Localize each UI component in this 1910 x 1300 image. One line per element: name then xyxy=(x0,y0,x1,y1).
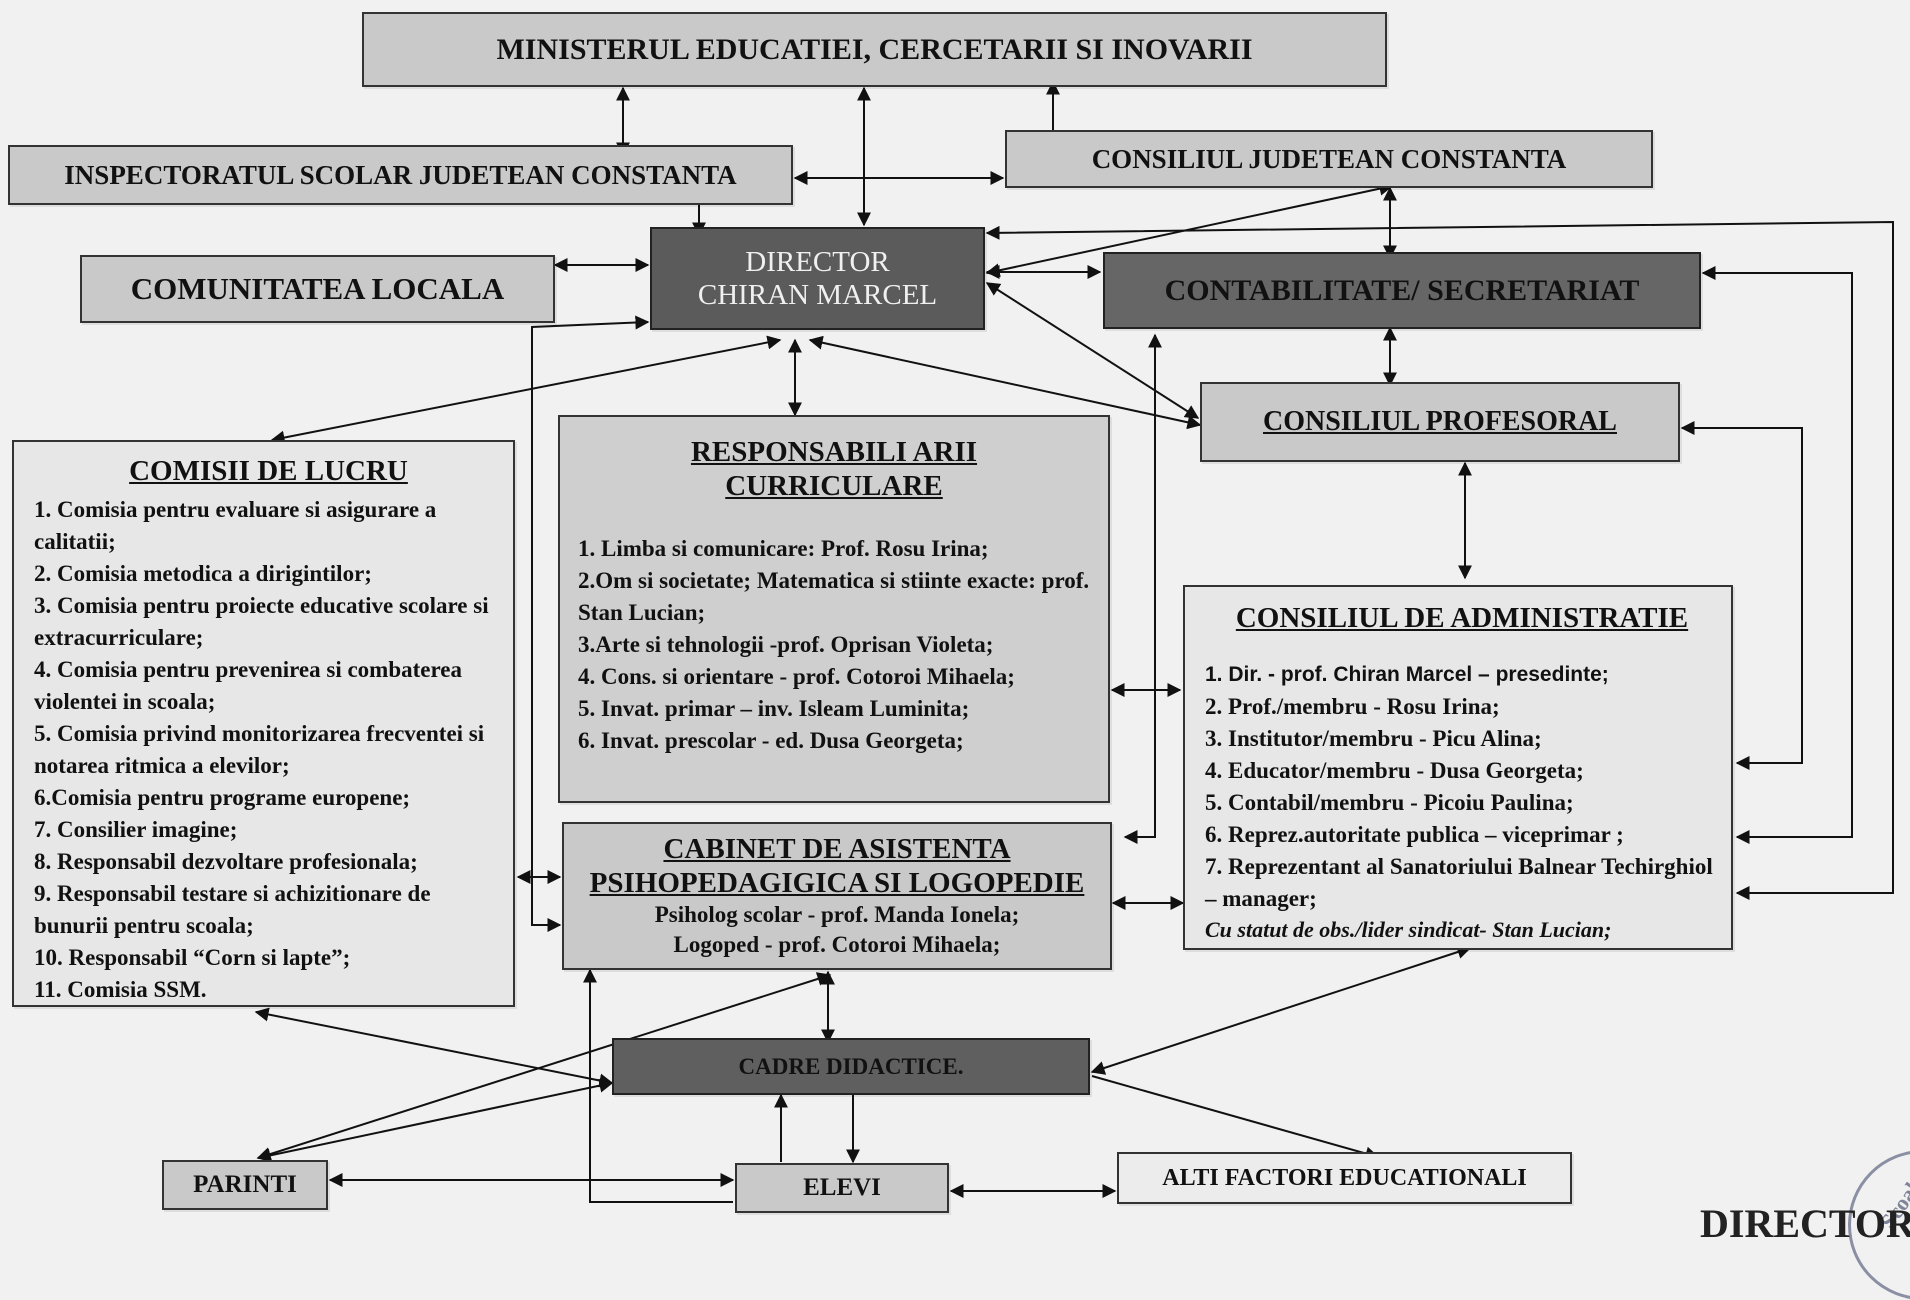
inspectorate-label: INSPECTORATUL SCOLAR JUDETEAN CONSTANTA xyxy=(64,159,737,190)
students-label: ELEVI xyxy=(803,1174,881,1201)
list-item: 7. Consilier imagine; xyxy=(34,817,238,842)
list-item: 8. Responsabil dezvoltare profesionala; xyxy=(34,849,418,874)
arrow-director-admin-outer xyxy=(985,220,1894,900)
ministry-box: MINISTERUL EDUCATIEI, CERCETARII SI INOV… xyxy=(362,12,1387,87)
other-factors-label: ALTI FACTORI EDUCATIONALI xyxy=(1162,1164,1527,1191)
list-item: 5. Invat. primar – inv. Isleam Luminita; xyxy=(578,696,970,721)
list-item: 3.Arte si tehnologii -prof. Oprisan Viol… xyxy=(578,632,994,657)
inspectorate-box: INSPECTORATUL SCOLAR JUDETEAN CONSTANTA xyxy=(8,145,793,205)
arrow-profcouncil-admin xyxy=(1680,421,1803,770)
list-item: 2.Om si societate; Matematica si stiinte… xyxy=(578,568,1090,625)
curricular-box: RESPONSABILI ARII CURRICULARE 1. Limba s… xyxy=(558,415,1110,803)
admin-council-list: 1. Dir. - prof. Chiran Marcel – presedin… xyxy=(1205,659,1719,915)
list-item: 9. Responsabil testare si achizitionare … xyxy=(34,881,431,938)
connector-arrows xyxy=(254,80,1894,1203)
director-box: DIRECTOR CHIRAN MARCEL xyxy=(650,227,985,330)
cabinet-psychologist: Psiholog scolar - prof. Manda Ionela; xyxy=(654,902,1020,927)
list-item: 2. Prof./membru - Rosu Irina; xyxy=(1205,694,1500,719)
arrow-director-profcouncil-2 xyxy=(985,282,1200,419)
list-item: 1. Limba si comunicare: Prof. Rosu Irina… xyxy=(578,536,989,561)
parents-label: PARINTI xyxy=(193,1171,297,1198)
admin-council-note: Cu statut de obs./lider sindicat- Stan L… xyxy=(1205,917,1612,942)
arrow-teachers-parents xyxy=(256,1078,614,1163)
list-item: 5. Contabil/membru - Picoiu Paulina; xyxy=(1205,790,1574,815)
arrow-accounting-admin xyxy=(1701,266,1853,844)
curricular-title-2: CURRICULARE xyxy=(725,470,943,502)
ministry-label: MINISTERUL EDUCATIEI, CERCETARII SI INOV… xyxy=(496,32,1253,66)
teachers-council-label: CONSILIUL PROFESORAL xyxy=(1263,406,1617,437)
arrow-director-commissions xyxy=(270,335,782,445)
arrow-commissions-teachers xyxy=(254,1007,614,1088)
teachers-box: CADRE DIDACTICE. xyxy=(612,1038,1090,1095)
commissions-list: 1. Comisia pentru evaluare si asigurare … xyxy=(34,494,503,1006)
list-item: 3. Institutor/membru - Picu Alina; xyxy=(1205,726,1542,751)
list-item: 6. Reprez.autoritate publica – viceprima… xyxy=(1205,822,1624,847)
director-name: CHIRAN MARCEL xyxy=(697,278,938,311)
list-item: 7. Reprezentant al Sanatoriului Balnear … xyxy=(1205,854,1713,911)
list-item: 6.Comisia pentru programe europene; xyxy=(34,785,411,810)
county-council-label: CONSILIUL JUDETEAN CONSTANTA xyxy=(1091,143,1567,174)
curricular-list: 1. Limba si comunicare: Prof. Rosu Irina… xyxy=(578,533,1090,757)
community-box: COMUNITATEA LOCALA xyxy=(80,255,555,323)
cabinet-title-1: CABINET DE ASISTENTA xyxy=(663,833,1011,865)
community-label: COMUNITATEA LOCALA xyxy=(130,271,505,306)
cabinet-title-2: PSIHOPEDAGIGICA SI LOGOPEDIE xyxy=(589,867,1085,899)
cabinet-speech-therapist: Logoped - prof. Cotoroi Mihaela; xyxy=(673,932,1001,957)
list-item: 4. Educator/membru - Dusa Georgeta; xyxy=(1205,758,1584,783)
list-item: 1. Comisia pentru evaluare si asigurare … xyxy=(34,497,437,554)
list-item: 3. Comisia pentru proiecte educative sco… xyxy=(34,593,489,650)
list-item: 1. Dir. - prof. Chiran Marcel – presedin… xyxy=(1205,663,1609,686)
list-item: 4. Comisia pentru prevenirea si combater… xyxy=(34,657,463,714)
list-item: 5. Comisia privind monitorizarea frecven… xyxy=(34,721,485,778)
arrow-teachers-otherfactors xyxy=(1091,1075,1380,1161)
arrow-cabinet-parents xyxy=(256,972,832,1161)
arrow-director-cabinet xyxy=(531,315,650,932)
commissions-box: COMISII DE LUCRU 1. Comisia pentru evalu… xyxy=(12,440,515,1007)
accounting-label: CONTABILITATE/ SECRETARIAT xyxy=(1164,273,1640,307)
teachers-council-box: CONSILIUL PROFESORAL xyxy=(1200,382,1680,462)
arrow-accounting-cabinet xyxy=(1123,333,1162,844)
students-box: ELEVI xyxy=(735,1163,949,1213)
admin-council-box: CONSILIUL DE ADMINISTRATIE 1. Dir. - pro… xyxy=(1183,585,1733,950)
list-item: 4. Cons. si orientare - prof. Cotoroi Mi… xyxy=(578,664,1015,689)
admin-council-title: CONSILIUL DE ADMINISTRATIE xyxy=(1235,602,1689,634)
other-factors-box: ALTI FACTORI EDUCATIONALI xyxy=(1117,1152,1572,1204)
list-item: 2. Comisia metodica a dirigintilor; xyxy=(34,561,372,586)
list-item: 10. Responsabil “Corn si lapte”; xyxy=(34,945,351,970)
county-council-box: CONSILIUL JUDETEAN CONSTANTA xyxy=(1005,130,1653,188)
parents-box: PARINTI xyxy=(162,1160,328,1210)
arrow-admin-teachers xyxy=(1090,945,1472,1075)
accounting-box: CONTABILITATE/ SECRETARIAT xyxy=(1103,252,1701,329)
list-item: 6. Invat. prescolar - ed. Dusa Georgeta; xyxy=(578,728,964,753)
director-title: DIRECTOR xyxy=(745,245,890,278)
cabinet-box: CABINET DE ASISTENTA PSIHOPEDAGIGICA SI … xyxy=(562,822,1112,970)
curricular-title-1: RESPONSABILI ARII xyxy=(690,436,978,468)
teachers-label: CADRE DIDACTICE. xyxy=(738,1053,964,1079)
list-item: 11. Comisia SSM. xyxy=(34,977,207,1002)
arrow-cabinet-students xyxy=(583,968,733,1203)
cutoff-signature-title: DIRECTOR xyxy=(1700,1201,1910,1246)
commissions-title: COMISII DE LUCRU xyxy=(129,455,408,487)
